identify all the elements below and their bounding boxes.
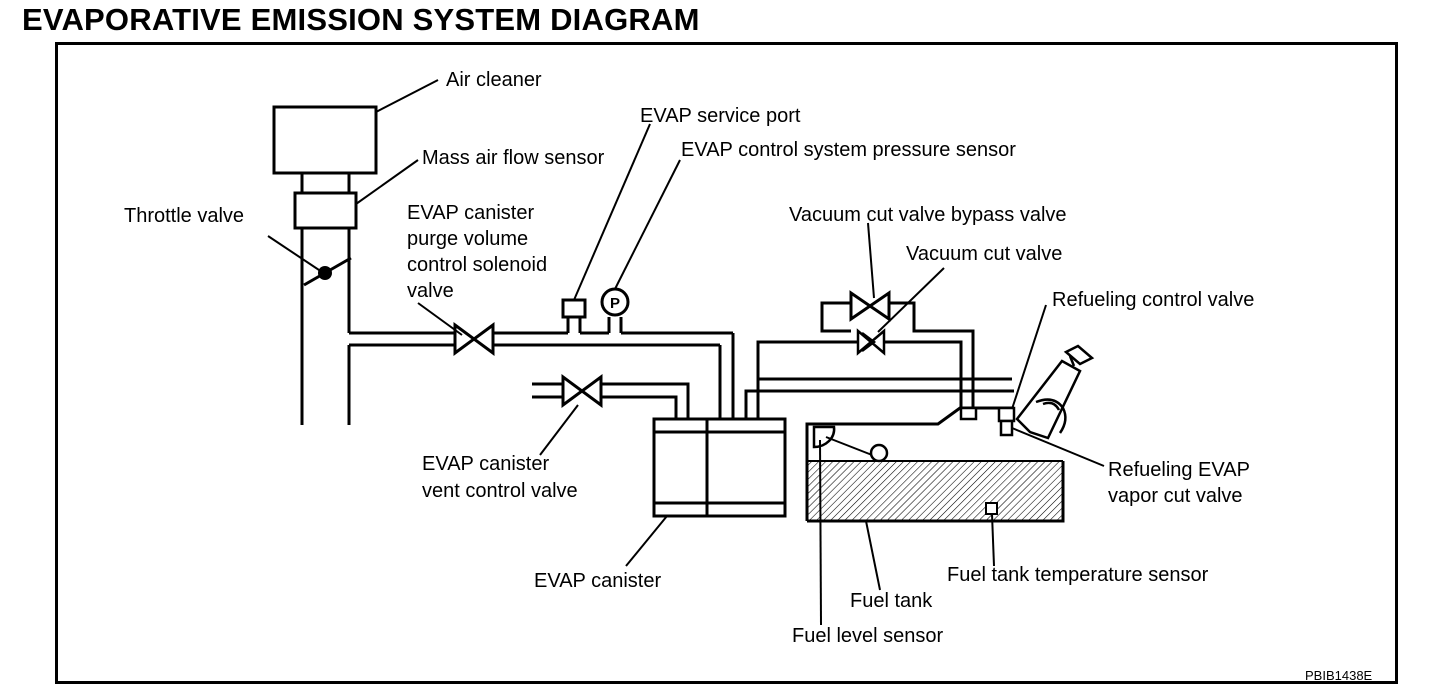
- page-title: EVAPORATIVE EMISSION SYSTEM DIAGRAM: [22, 2, 700, 37]
- vacuum-cut-line: [756, 301, 975, 408]
- purge-volume-control-solenoid-valve: [453, 322, 495, 356]
- fuel-tank-temperature-sensor: [985, 502, 998, 515]
- label-vapor-cut-valve-line-1: Refueling EVAP: [1108, 459, 1250, 481]
- fuel-level-sensor: [812, 425, 889, 463]
- fuel-tank: [805, 406, 1065, 523]
- leader-lines: [267, 79, 1105, 626]
- air-cleaner: [272, 105, 378, 175]
- pressure-symbol: P: [610, 295, 620, 312]
- label-fuel-tank: Fuel tank: [850, 590, 933, 612]
- mass-air-flow-sensor: [293, 191, 358, 230]
- label-bypass-valve: Vacuum cut valve bypass valve: [789, 204, 1067, 226]
- label-throttle-valve: Throttle valve: [124, 205, 244, 227]
- label-pressure-sensor: EVAP control system pressure sensor: [681, 139, 1016, 161]
- label-vacuum-cut-valve: Vacuum cut valve: [906, 243, 1062, 265]
- label-air-cleaner: Air cleaner: [446, 69, 542, 91]
- throttle-valve: [303, 256, 352, 287]
- refueling-control-valve: [997, 406, 1016, 437]
- label-refueling-control-valve: Refueling control valve: [1052, 289, 1254, 311]
- fuel-filler-neck: [1015, 344, 1095, 440]
- pressure-sensor: P: [600, 287, 630, 333]
- evap-canister: [652, 377, 1014, 518]
- label-purge-valve-line-2: purge volume: [407, 228, 528, 250]
- diagram-frame: [55, 42, 1398, 684]
- evap-service-port: [561, 298, 587, 333]
- label-evap-service-port: EVAP service port: [640, 105, 801, 127]
- intake-duct: [300, 173, 351, 425]
- label-fuel-tank-temperature-sensor: Fuel tank temperature sensor: [947, 564, 1209, 586]
- label-purge-valve-line-3: control solenoid: [407, 254, 547, 276]
- vacuum-cut-valve-bypass-valve: [849, 290, 891, 322]
- label-vent-valve-line-1: EVAP canister: [422, 453, 549, 475]
- vacuum-cut-valve: [856, 328, 886, 356]
- label-mass-air-flow-sensor: Mass air flow sensor: [422, 147, 605, 169]
- label-purge-valve-line-4: valve: [407, 280, 454, 302]
- figure-code: PBIB1438E: [1305, 668, 1373, 683]
- vent-control-valve: [561, 374, 603, 408]
- label-vent-valve-line-2: vent control valve: [422, 480, 578, 502]
- purge-line: [349, 331, 735, 419]
- label-vapor-cut-valve-line-2: vapor cut valve: [1108, 485, 1243, 507]
- label-fuel-level-sensor: Fuel level sensor: [792, 625, 944, 647]
- vent-line: [532, 382, 690, 419]
- label-purge-valve-line-1: EVAP canister: [407, 202, 534, 224]
- label-evap-canister: EVAP canister: [534, 570, 661, 592]
